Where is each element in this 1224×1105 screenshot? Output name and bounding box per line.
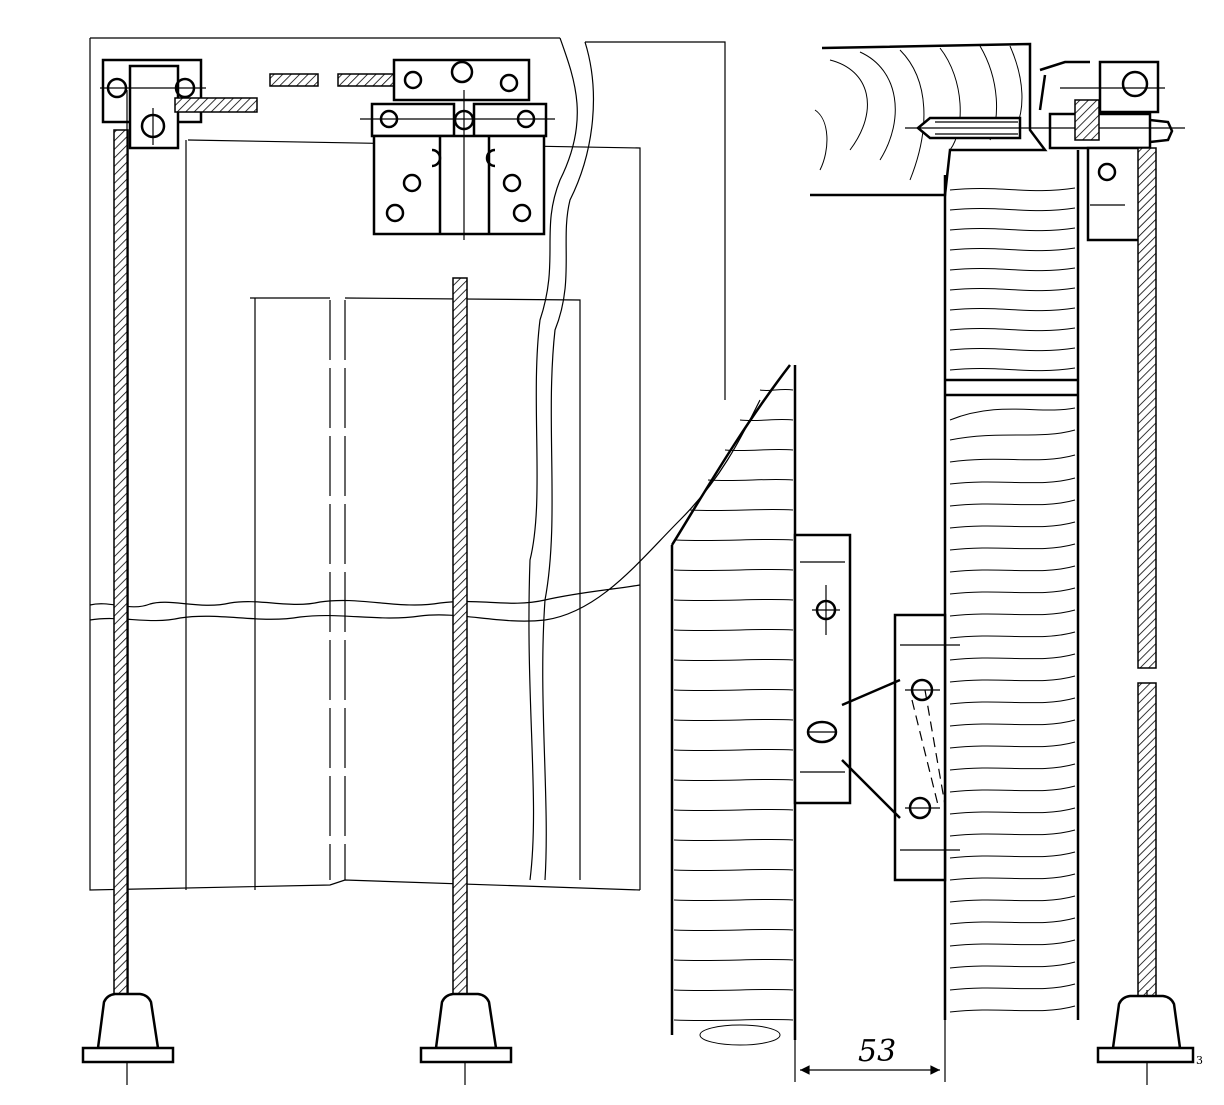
dimension-53: 53 [794,1020,946,1082]
side-foot [1096,994,1195,1064]
middle-foot [419,992,513,1064]
side-rod-upper [1137,147,1157,669]
side-rod-lower [1137,682,1157,999]
door-leaf-section [670,364,797,1046]
mounting-bolt [905,112,1185,150]
hinge-plate-right [841,613,960,882]
hinge-plate-left [793,533,852,805]
break-line [89,399,761,622]
middle-rod [452,277,468,1001]
left-foot [81,992,175,1064]
middle-hinge-assembly [360,58,555,240]
frame-jamb [943,150,1080,1020]
left-top-bracket [100,58,399,150]
dimension-label: 53 [858,1034,896,1069]
panel-outlines [89,37,726,891]
front-view [81,37,761,1085]
left-rod [113,129,129,1001]
side-view: 3 53 [670,42,1203,1085]
corner-mark: 3 [1196,1054,1203,1067]
